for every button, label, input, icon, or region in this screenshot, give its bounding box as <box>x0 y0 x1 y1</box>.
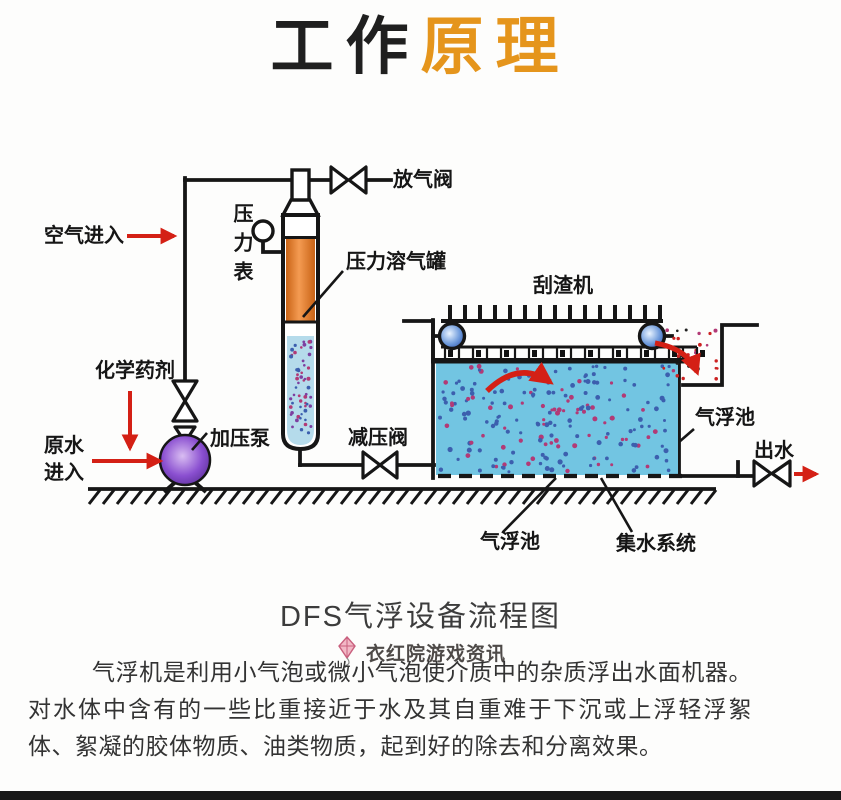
watermark: 衣红院游戏资讯 <box>0 636 841 668</box>
diagram-caption: DFS气浮设备流程图 <box>279 601 561 633</box>
tank-section-lines <box>283 236 318 324</box>
watermark-text: 衣红院游戏资讯 <box>365 643 506 665</box>
ground-hatch <box>87 489 718 505</box>
description-paragraph: 气浮机是利用小气泡或微小气泡使介质中的杂质浮出水面机器。对水体中含有的一些比重接… <box>28 659 752 759</box>
outlet-valve-symbol <box>752 459 792 488</box>
pump-valve-bottom <box>171 399 199 423</box>
red-arrows <box>92 227 820 483</box>
pointer-dissolved-air-tank <box>302 270 344 318</box>
pump-valve-top <box>171 379 199 403</box>
pump-body <box>158 433 212 487</box>
gauge-stem <box>261 239 286 254</box>
tank-bubble-dots <box>289 339 313 435</box>
flotation-tank-water <box>436 362 678 475</box>
label-pressure-pump: 加压泵 <box>210 428 270 450</box>
flow-curve-arrow <box>485 361 554 394</box>
release-valve-symbol <box>329 165 368 195</box>
label-scraper: 刮渣机 <box>533 275 593 297</box>
label-flotation-tank-right: 气浮池 <box>695 407 755 429</box>
kite-icon <box>338 636 356 668</box>
tank-water-section <box>287 336 314 445</box>
page-title: 工作原理 <box>0 12 841 82</box>
tank-dome <box>280 198 321 217</box>
pump-assembly <box>158 379 212 494</box>
ground <box>87 487 718 505</box>
title-part-orange: 原理 <box>420 12 571 82</box>
label-raw-water-line2: 进入 <box>44 462 84 484</box>
label-collection-system: 集水系统 <box>616 533 696 555</box>
pointer-collection-system <box>599 477 634 533</box>
flotation-tank-top-edge <box>431 358 686 364</box>
label-raw-water: 原水 进入 <box>44 433 90 487</box>
label-flotation-tank-bottom: 气浮池 <box>480 531 540 553</box>
scraper-conveyor <box>431 305 705 364</box>
bottom-bar <box>0 791 841 800</box>
label-release-valve: 放气阀 <box>393 169 453 191</box>
pipes <box>183 176 759 480</box>
title-part-black: 工作 <box>270 12 421 82</box>
pointer-flotation-tank-right <box>678 428 695 443</box>
scraper-chain <box>441 345 705 361</box>
label-pressure-gauge: 压力表 <box>230 203 252 290</box>
scum-trough <box>681 323 759 387</box>
dissolved-air-tank <box>251 168 321 452</box>
tank-neck <box>290 168 311 203</box>
pulley-left <box>437 321 467 351</box>
pressure-gauge-dial <box>251 219 275 243</box>
label-water-out: 出水 <box>754 440 794 462</box>
label-dissolved-air-tank: 压力溶气罐 <box>346 251 446 273</box>
scum-curve-arrow <box>654 340 701 376</box>
pointer-pressure-pump <box>191 432 208 451</box>
label-reducing-valve: 减压阀 <box>348 427 408 449</box>
label-air-in: 空气进入 <box>44 225 124 247</box>
pointer-lines <box>191 270 695 533</box>
reducing-valve-symbol <box>361 450 399 480</box>
label-raw-water-line1: 原水 <box>44 435 84 457</box>
flotation-water-dots <box>438 363 671 474</box>
scraper-ticks <box>448 305 662 320</box>
pointer-flotation-tank-bottom <box>502 477 557 533</box>
label-chemical: 化学药剂 <box>95 360 175 382</box>
scraper-left-bracket <box>402 319 435 360</box>
